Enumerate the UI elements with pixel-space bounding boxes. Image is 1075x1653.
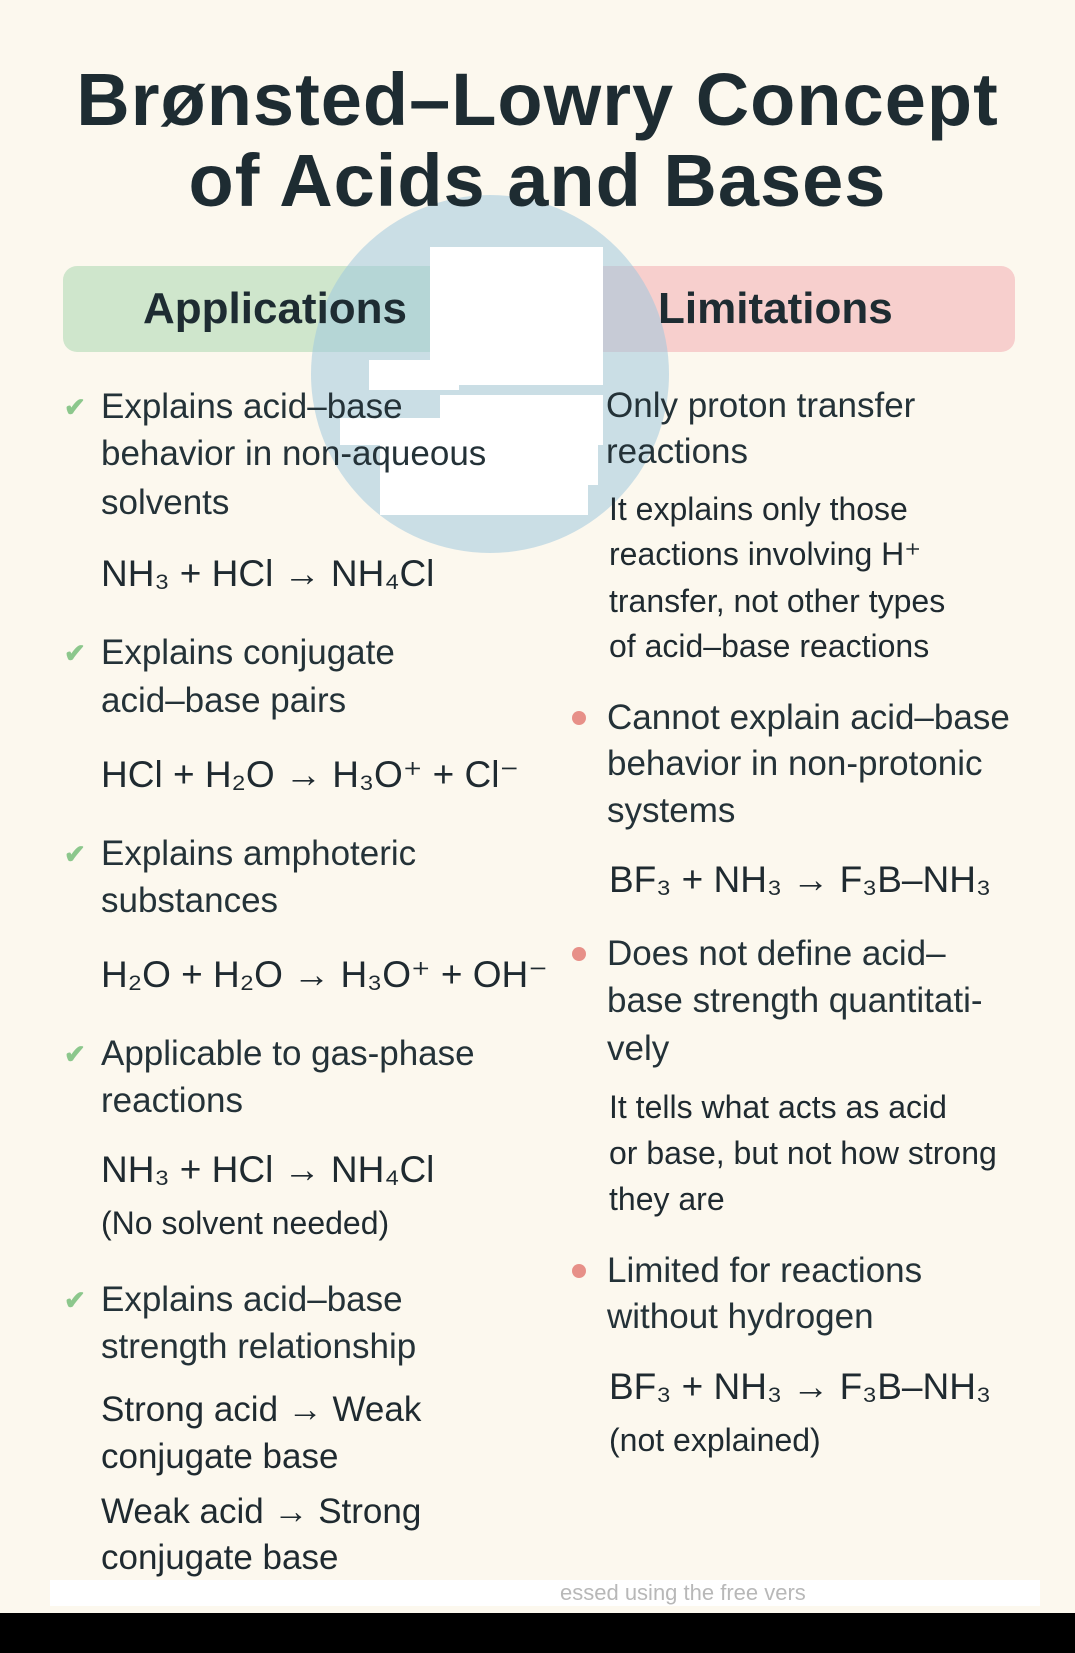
bullet-icon [572,711,586,725]
detail-text: conjugate base [101,1437,339,1476]
watermark-text: essed using the free vers [560,1580,806,1605]
watermark-bar [50,1580,1040,1606]
application-text: Explains conjugate [101,633,395,672]
check-icon: ✔ [64,392,86,422]
equation: NH₃ + HCl → NH₄Cl [101,1149,435,1190]
redaction-box [380,480,588,515]
application-text: strength relationship [101,1327,417,1366]
limitation-text: base strength quantitati- [607,981,983,1020]
detail-text: of acid–base reactions [609,628,930,664]
title-line-2: of Acids and Bases [188,139,887,222]
note: (not explained) [609,1422,821,1458]
application-text: Explains acid–base [101,387,403,426]
application-text: reactions [101,1081,244,1120]
limitation-text: Only proton transfer [606,386,916,425]
limitation-text: Limited for reactions [607,1251,923,1290]
redaction-box [369,360,459,390]
application-text: solvents [101,483,230,522]
application-text: behavior in non-aqueous [101,434,487,473]
applications-header: Applications [143,284,408,333]
title-line-1: Brønsted–Lowry Concept [76,58,999,141]
bullet-icon [572,947,586,961]
detail-text: conjugate base [101,1538,339,1577]
equation: HCl + H₂O → H₃O⁺ + Cl⁻ [101,754,519,795]
redaction-box [440,395,603,445]
limitation-text: behavior in non-protonic [607,744,983,783]
equation: BF₃ + NH₃ → F₃B–NH₃ [609,1366,992,1407]
redaction-box [340,418,441,445]
equation: BF₃ + NH₃ → F₃B–NH₃ [609,859,992,900]
limitations-header: Limitations [658,284,893,333]
limitation-text: Does not define acid– [607,934,946,973]
detail-text: or base, but not how strong [609,1135,997,1171]
equation: NH₃ + HCl → NH₄Cl [101,553,435,594]
application-text: substances [101,881,279,920]
check-icon: ✔ [64,1039,86,1069]
limitation-text: vely [607,1029,670,1068]
limitation-text: systems [607,791,736,830]
detail-text: they are [609,1181,725,1217]
application-text: acid–base pairs [101,681,347,720]
check-icon: ✔ [64,1285,86,1315]
detail-text: transfer, not other types [609,583,946,619]
redaction-box [380,445,598,485]
detail-text: reactions involving H⁺ [609,536,922,572]
application-text: Applicable to gas-phase [101,1034,475,1073]
check-icon: ✔ [64,638,86,668]
note: (No solvent needed) [101,1205,390,1241]
limitation-text: Cannot explain acid–base [607,698,1010,737]
bullet-icon [572,1264,586,1278]
detail-text: Strong acid → Weak [101,1390,422,1429]
detail-text: It tells what acts as acid [609,1089,947,1125]
equation: H₂O + H₂O → H₃O⁺ + OH⁻ [101,954,548,995]
check-icon: ✔ [64,839,86,869]
application-text: Explains amphoteric [101,834,417,873]
limitation-text: without hydrogen [607,1297,874,1336]
application-text: Explains acid–base [101,1280,403,1319]
bottom-black-band [0,1613,1075,1653]
limitation-text: reactions [606,432,749,471]
detail-text: Weak acid → Strong [101,1492,422,1531]
detail-text: It explains only those [609,491,908,527]
